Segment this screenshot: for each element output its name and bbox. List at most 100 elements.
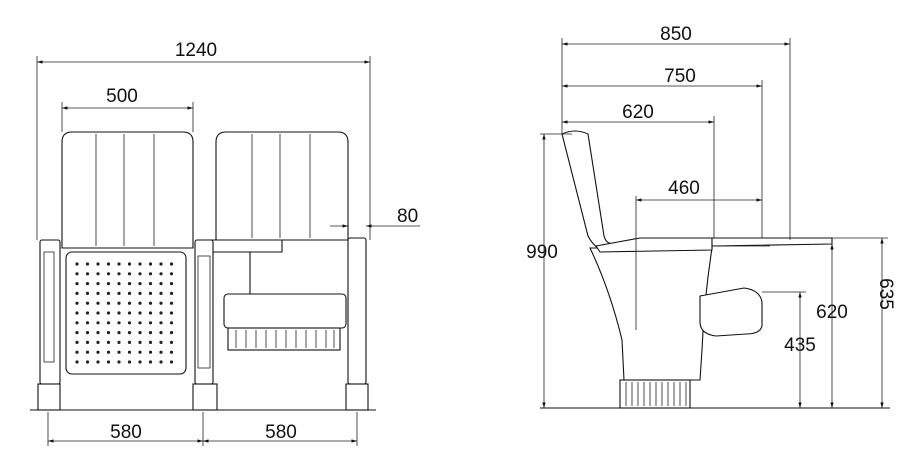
perforation-dot xyxy=(138,311,142,315)
perforation-pattern xyxy=(75,262,174,364)
perforation-dot xyxy=(169,331,174,335)
perforation-dot xyxy=(85,311,90,315)
perforation-dot xyxy=(148,282,153,286)
front-view: 1240 500 80 580 580 xyxy=(30,40,420,446)
perforation-dot xyxy=(138,331,142,335)
right-seat-grille xyxy=(235,330,335,348)
side-backrest xyxy=(561,130,615,251)
perforation-dot xyxy=(117,291,121,295)
left-seat-panel xyxy=(65,251,187,375)
perforation-dot xyxy=(117,262,121,266)
perforation-dot xyxy=(117,272,121,276)
dim-seat-height: 435 xyxy=(784,335,816,356)
perforation-dot xyxy=(106,350,111,354)
perforation-dot xyxy=(117,321,121,325)
perforation-dot xyxy=(159,272,163,276)
perforation-dot xyxy=(127,272,132,276)
perforation-dot xyxy=(96,331,100,335)
perforation-dot xyxy=(96,360,100,364)
perforation-dot xyxy=(106,340,111,344)
perforation-dot xyxy=(169,262,174,266)
perforation-dot xyxy=(148,272,153,276)
perforation-dot xyxy=(106,331,111,335)
perforation-dot xyxy=(85,331,90,335)
dim-back-depth: 620 xyxy=(622,102,654,123)
perforation-dot xyxy=(96,321,100,325)
perforation-dot xyxy=(85,321,90,325)
perforation-dot xyxy=(117,331,121,335)
dim-overall-height: 990 xyxy=(526,242,558,263)
perforation-dot xyxy=(96,311,100,315)
perforation-dot xyxy=(169,321,174,325)
perforation-dot xyxy=(148,262,153,266)
perforation-dot xyxy=(85,340,90,344)
dim-armrest-height: 635 xyxy=(875,278,896,310)
perforation-dot xyxy=(75,321,79,325)
perforation-dot xyxy=(96,262,100,266)
perforation-dot xyxy=(159,350,163,354)
perforation-dot xyxy=(106,291,111,295)
perforation-dot xyxy=(75,340,79,344)
perforation-dot xyxy=(148,301,153,305)
side-base xyxy=(619,379,691,409)
side-base-grille xyxy=(625,382,687,406)
perforation-dot xyxy=(138,321,142,325)
perforation-dot xyxy=(96,350,100,354)
right-seat-back xyxy=(215,131,349,241)
perforation-dot xyxy=(138,340,142,344)
perforation-dot xyxy=(85,291,90,295)
perforation-dot xyxy=(169,272,174,276)
perforation-dot xyxy=(96,282,100,286)
perforation-dot xyxy=(96,340,100,344)
perforation-dot xyxy=(85,350,90,354)
perforation-dot xyxy=(75,262,79,266)
perforation-dot xyxy=(75,311,79,315)
dim-pitch-right: 580 xyxy=(265,422,297,443)
perforation-dot xyxy=(106,301,111,305)
side-seat xyxy=(595,237,713,253)
perforation-dot xyxy=(127,282,132,286)
dim-seat-width: 500 xyxy=(106,86,138,107)
perforation-dot xyxy=(148,291,153,295)
left-seat-back xyxy=(61,131,194,249)
perforation-dot xyxy=(138,282,142,286)
perforation-dot xyxy=(169,282,174,286)
perforation-dot xyxy=(159,301,163,305)
right-standard xyxy=(347,237,367,385)
dim-pitch-left: 580 xyxy=(110,422,142,443)
right-seat-cushion xyxy=(223,293,347,329)
dim-tablet-height: 620 xyxy=(816,302,848,323)
perforation-dot xyxy=(127,321,132,325)
perforation-dot xyxy=(127,331,132,335)
perforation-dot xyxy=(138,262,142,266)
perforation-dot xyxy=(127,262,132,266)
perforation-dot xyxy=(159,340,163,344)
perforation-dot xyxy=(138,350,142,354)
side-tablet xyxy=(711,237,833,247)
dim-seat-depth: 460 xyxy=(668,178,700,199)
side-view: 850 750 620 460 990 635 620 435 xyxy=(526,24,896,409)
side-folded-seat xyxy=(699,287,763,337)
perforation-dot xyxy=(106,272,111,276)
perforation-dot xyxy=(127,340,132,344)
perforation-dot xyxy=(127,311,132,315)
perforation-dot xyxy=(117,311,121,315)
perforation-dot xyxy=(148,360,153,364)
perforation-dot xyxy=(85,282,90,286)
perforation-dot xyxy=(85,272,90,276)
perforation-dot xyxy=(138,360,142,364)
dim-overall-width: 1240 xyxy=(175,40,217,61)
perforation-dot xyxy=(169,360,174,364)
perforation-dot xyxy=(85,262,90,266)
perforation-dot xyxy=(148,311,153,315)
perforation-dot xyxy=(169,340,174,344)
perforation-dot xyxy=(75,301,79,305)
perforation-dot xyxy=(75,350,79,354)
perforation-dot xyxy=(117,301,121,305)
perforation-dot xyxy=(75,291,79,295)
perforation-dot xyxy=(75,331,79,335)
perforation-dot xyxy=(117,340,121,344)
perforation-dot xyxy=(169,301,174,305)
